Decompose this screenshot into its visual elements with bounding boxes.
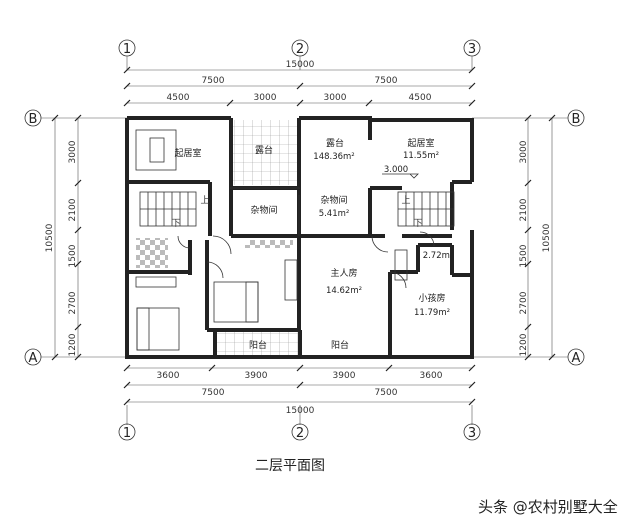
dim-bottom-seg-3: 3900 [333,371,356,381]
dim-half-bottom-left: 7500 [202,388,225,398]
axis-circle-1-bottom [118,423,136,441]
dim-side-seg-2-right: 2100 [519,198,529,221]
axis-label-2-bottom: 2 [296,426,304,441]
door-swing-2 [371,235,389,253]
dim-side-seg-5-left: 1200 [68,333,78,356]
right-dimensions: B A 10500 3000 2100 1500 2700 1200 [472,109,585,366]
sofa-left [135,129,177,171]
dim-top-seg-2: 3000 [254,93,277,103]
watermark: 头条 @农村别墅大全 [478,498,618,516]
dim-side-total-left: 10500 [45,223,55,252]
axis-circle-2-bottom [291,423,309,441]
axis-markers-top: 1 2 3 [118,39,481,70]
room-terrace-right-area: 148.36m² [313,152,354,162]
room-living-right-area: 11.55m² [403,151,439,161]
axis-circle-3-bottom [463,423,481,441]
wardrobe-center [284,259,298,301]
door-swing-4 [389,271,407,289]
door-swing-1 [212,235,232,255]
dim-side-seg-1-right: 3000 [519,140,529,163]
axis-label-b-right: B [572,112,581,127]
door-swing-5 [419,231,435,247]
bathroom-left-tiles [136,238,168,268]
axis-label-2-top: 2 [296,42,304,57]
bottom-dimensions: 3600 3900 3900 3600 7500 7500 15000 1 2 … [118,364,481,441]
dim-side-seg-5-right: 1200 [519,333,529,356]
stairs-right [397,191,455,227]
corridor-tiles [245,240,293,248]
room-terrace-right: 露台 [326,137,344,149]
room-terrace-left: 露台 [255,144,273,156]
axis-label-1-top: 1 [123,42,131,57]
dim-half-top-right: 7500 [375,76,398,86]
room-labels: 起居室 露台 露台 148.36m² 起居室 11.55m² 3.000 杂物间… [171,137,453,351]
dim-side-seg-2-left: 2100 [68,198,78,221]
stairs-left [139,191,197,227]
room-master-area: 14.62m² [326,286,362,296]
dim-side-seg-3-right: 1500 [519,244,529,267]
stair-down-left: 下 [171,219,180,229]
room-storage-right: 杂物间 [320,194,347,206]
stair-down-right: 下 [413,219,422,229]
wardrobe-right [394,249,408,281]
door-swing-6 [177,235,191,249]
bed-center [213,281,259,323]
dim-half-top-left: 7500 [202,76,225,86]
room-bath-right-area: 2.72m² [423,251,454,261]
level-mark: 3.000 [384,165,408,175]
room-kids: 小孩房 [418,292,445,304]
room-balcony-right: 阳台 [331,339,349,351]
axis-label-b-left: B [29,112,38,127]
room-kids-area: 11.79m² [414,308,450,318]
dim-half-bottom-right: 7500 [375,388,398,398]
dim-bottom-seg-2: 3900 [245,371,268,381]
dim-bottom-seg-1: 3600 [157,371,180,381]
dim-side-seg-3-left: 1500 [68,244,78,267]
axis-label-a-left: A [29,351,38,366]
wardrobe-left [135,276,177,288]
room-living-right: 起居室 [407,137,434,149]
stair-up-right: 上 [401,195,410,206]
dim-bottom-seg-4: 3600 [420,371,443,381]
room-master: 主人房 [330,267,357,279]
dim-side-seg-4-left: 2700 [68,291,78,314]
room-living-left: 起居室 [174,147,201,159]
terrace-left-tiles [233,120,299,185]
dim-side-seg-1-left: 3000 [68,140,78,163]
axis-label-3-top: 3 [468,42,476,57]
left-dimensions: B A 10500 3000 2100 1500 2700 1200 [24,109,127,366]
dim-top-seg-3: 3000 [324,93,347,103]
axis-label-1-bottom: 1 [123,426,131,441]
room-storage-left: 杂物间 [250,204,277,216]
dim-side-total-right: 10500 [542,223,552,252]
room-balcony-left: 阳台 [249,339,267,351]
door-swing-3 [206,261,224,279]
dim-top-seg-1: 4500 [167,93,190,103]
walls [125,116,474,359]
dim-side-seg-4-right: 2700 [519,291,529,314]
dim-total-top: 15000 [286,60,315,70]
axis-label-3-bottom: 3 [468,426,476,441]
top-dimensions: 15000 7500 7500 4500 3000 3000 4500 [123,60,476,107]
bed-left [136,307,180,351]
stair-up-left: 上 [200,195,209,206]
level-triangle-icon [382,173,419,179]
plan-title: 二层平面图 [255,458,325,474]
room-storage-right-area: 5.41m² [319,209,350,219]
balcony-left-tiles [215,330,298,356]
axis-label-a-right: A [572,351,581,366]
dim-top-seg-4: 4500 [409,93,432,103]
